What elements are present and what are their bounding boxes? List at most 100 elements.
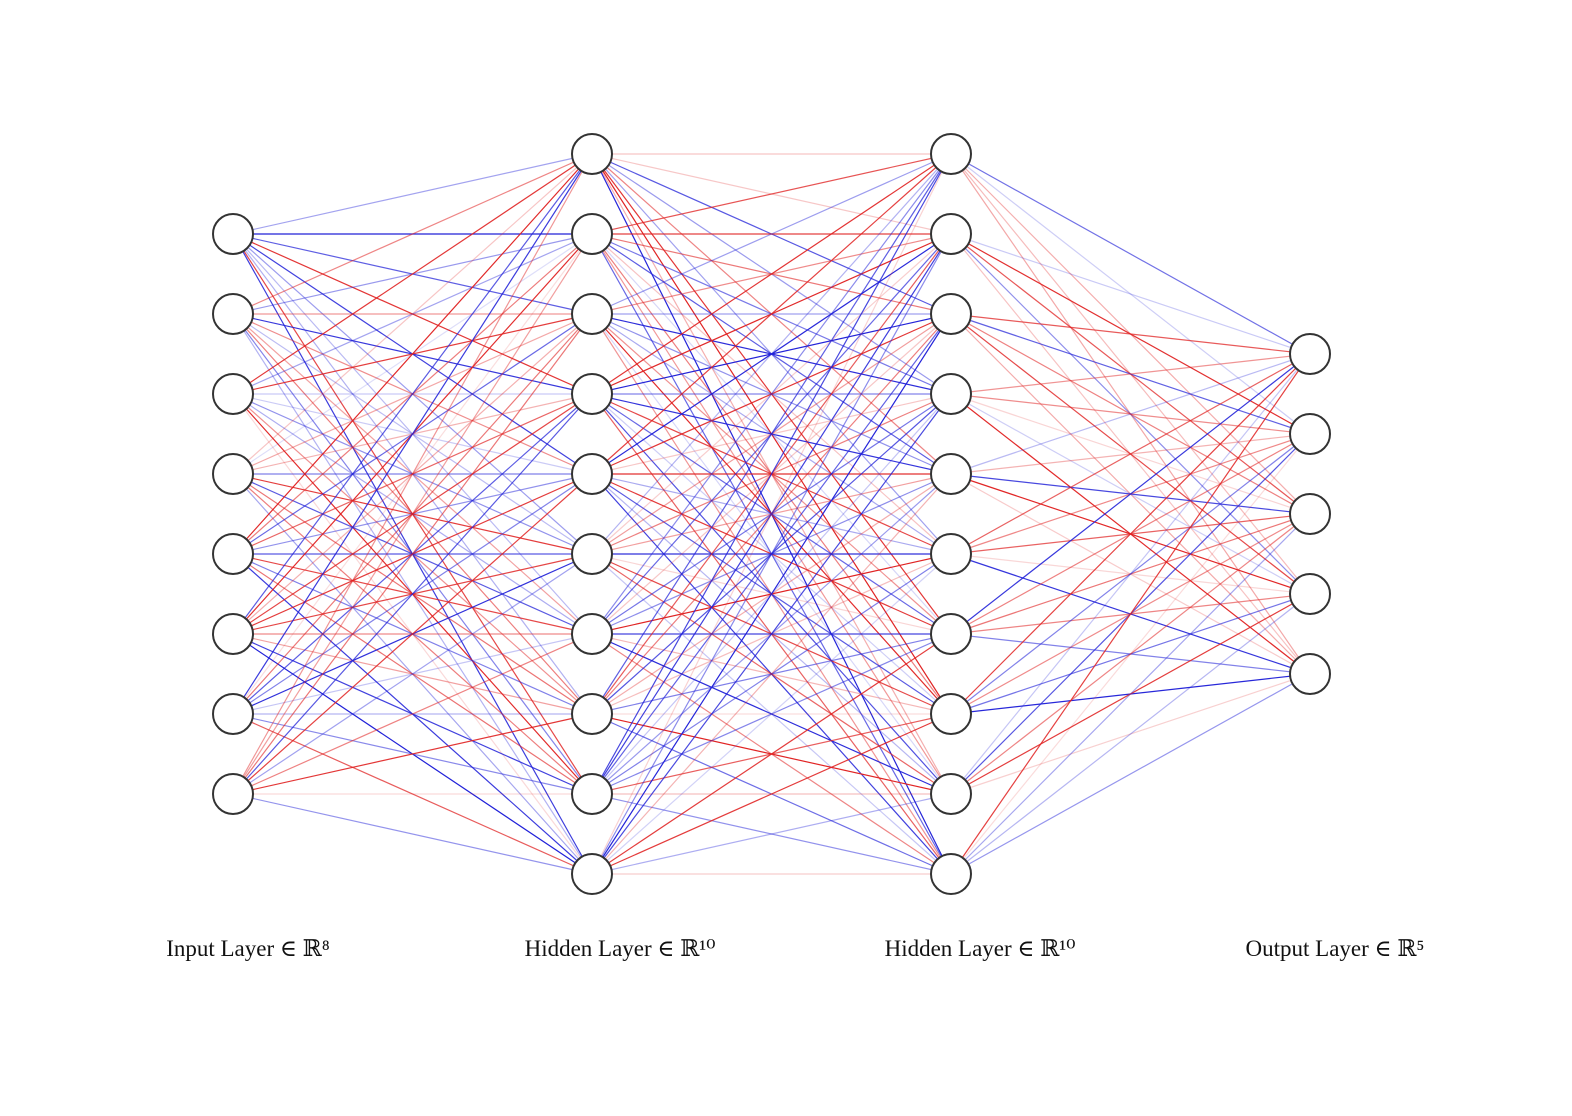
edge-l1-4-to-0 xyxy=(591,153,952,475)
edge-l0-7-to-7 xyxy=(232,713,593,795)
edge-l1-8-to-0 xyxy=(591,153,952,795)
edge-l1-9-to-8 xyxy=(591,793,952,875)
edge-l2-3-to-0 xyxy=(950,353,1311,395)
node-layer0-2 xyxy=(212,373,254,415)
edge-l1-9-to-2 xyxy=(591,313,952,875)
node-layer0-3 xyxy=(212,453,254,495)
node-layer2-7 xyxy=(930,693,972,735)
edge-l0-7-to-6 xyxy=(232,633,593,795)
edge-l0-4-to-0 xyxy=(232,153,593,555)
layer-label-hidden-1: Hidden Layer ∈ ℝ¹⁰ xyxy=(524,936,716,961)
edge-l2-1-to-0 xyxy=(950,233,1311,355)
nodes-group xyxy=(212,133,1331,895)
node-layer1-3 xyxy=(571,373,613,415)
edge-l0-7-to-4 xyxy=(232,473,593,795)
edge-l2-9-to-2 xyxy=(950,513,1311,875)
edge-l2-7-to-0 xyxy=(950,353,1311,715)
node-layer3-4 xyxy=(1289,653,1331,695)
node-layer0-6 xyxy=(212,693,254,735)
node-layer1-5 xyxy=(571,533,613,575)
edge-l2-6-to-0 xyxy=(950,353,1311,635)
edge-l0-7-to-0 xyxy=(232,153,593,795)
edge-l0-7-to-1 xyxy=(232,233,593,795)
layer-label-hidden-2: Hidden Layer ∈ ℝ¹⁰ xyxy=(884,936,1076,961)
node-layer1-7 xyxy=(571,693,613,735)
edge-l2-8-to-3 xyxy=(950,593,1311,795)
edge-l0-5-to-2 xyxy=(232,313,593,635)
edge-l1-9-to-5 xyxy=(591,553,952,875)
edge-l2-9-to-0 xyxy=(950,353,1311,875)
node-layer2-8 xyxy=(930,773,972,815)
node-layer2-4 xyxy=(930,453,972,495)
node-layer1-4 xyxy=(571,453,613,495)
edge-l1-9-to-4 xyxy=(591,473,952,875)
edge-l0-2-to-0 xyxy=(232,153,593,395)
edge-l1-1-to-0 xyxy=(591,153,952,235)
node-layer0-7 xyxy=(212,773,254,815)
edge-l1-8-to-1 xyxy=(591,233,952,795)
edge-l0-7-to-3 xyxy=(232,393,593,795)
edge-l1-3-to-0 xyxy=(591,153,952,395)
edge-l2-0-to-0 xyxy=(950,153,1311,355)
edge-l0-7-to-9 xyxy=(232,793,593,875)
edge-l1-9-to-1 xyxy=(591,233,952,875)
node-layer1-1 xyxy=(571,213,613,255)
edge-l0-6-to-1 xyxy=(232,233,593,715)
edge-l0-6-to-6 xyxy=(232,633,593,715)
edge-l2-4-to-0 xyxy=(950,353,1311,475)
node-layer0-4 xyxy=(212,533,254,575)
edge-l0-6-to-2 xyxy=(232,313,593,715)
node-layer2-3 xyxy=(930,373,972,415)
edge-l0-4-to-3 xyxy=(232,393,593,555)
layer-label-input: Input Layer ∈ ℝ⁸ xyxy=(166,936,330,961)
node-layer2-0 xyxy=(930,133,972,175)
layer-label-output: Output Layer ∈ ℝ⁵ xyxy=(1245,936,1425,961)
node-layer1-9 xyxy=(571,853,613,895)
edges-group xyxy=(232,153,1311,875)
edge-l0-3-to-0 xyxy=(232,153,593,475)
edge-l1-9-to-3 xyxy=(591,393,952,875)
edge-l2-8-to-0 xyxy=(950,353,1311,795)
node-layer2-1 xyxy=(930,213,972,255)
edge-l2-9-to-1 xyxy=(950,433,1311,875)
edge-l0-7-to-2 xyxy=(232,313,593,795)
edge-l2-9-to-3 xyxy=(950,593,1311,875)
edge-l2-8-to-2 xyxy=(950,513,1311,795)
node-layer2-6 xyxy=(930,613,972,655)
edge-l2-3-to-1 xyxy=(950,393,1311,435)
edge-l0-6-to-0 xyxy=(232,153,593,715)
edge-l0-2-to-1 xyxy=(232,233,593,395)
node-layer3-0 xyxy=(1289,333,1331,375)
edge-l1-7-to-0 xyxy=(591,153,952,715)
node-layer1-8 xyxy=(571,773,613,815)
node-layer3-1 xyxy=(1289,413,1331,455)
node-layer1-6 xyxy=(571,613,613,655)
edge-l1-8-to-9 xyxy=(591,793,952,875)
edge-l0-0-to-0 xyxy=(232,153,593,235)
node-layer3-3 xyxy=(1289,573,1331,615)
edge-l0-5-to-0 xyxy=(232,153,593,635)
edge-l2-9-to-4 xyxy=(950,673,1311,875)
edge-l1-4-to-1 xyxy=(591,233,952,475)
edge-l0-0-to-3 xyxy=(232,233,593,395)
node-layer0-5 xyxy=(212,613,254,655)
node-layer2-5 xyxy=(930,533,972,575)
node-layer0-1 xyxy=(212,293,254,335)
edge-l2-8-to-4 xyxy=(950,673,1311,795)
node-layer2-9 xyxy=(930,853,972,895)
node-layer2-2 xyxy=(930,293,972,335)
edge-l1-9-to-7 xyxy=(591,713,952,875)
edge-l2-2-to-0 xyxy=(950,313,1311,355)
edge-l1-5-to-0 xyxy=(591,153,952,555)
edge-l1-2-to-0 xyxy=(591,153,952,315)
node-layer3-2 xyxy=(1289,493,1331,535)
node-layer0-0 xyxy=(212,213,254,255)
edge-l1-9-to-6 xyxy=(591,633,952,875)
node-layer1-0 xyxy=(571,133,613,175)
edge-l1-6-to-0 xyxy=(591,153,952,635)
node-layer1-2 xyxy=(571,293,613,335)
edge-l0-7-to-5 xyxy=(232,553,593,795)
edge-l1-8-to-5 xyxy=(591,553,952,795)
edge-l1-9-to-0 xyxy=(591,153,952,875)
